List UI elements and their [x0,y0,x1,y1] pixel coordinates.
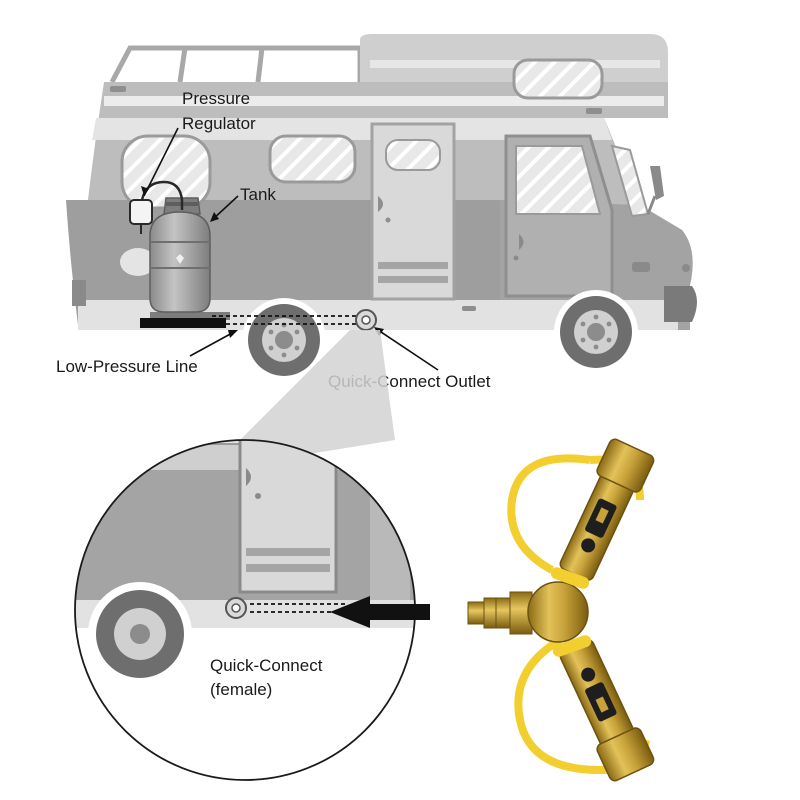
label-pressure-regulator: Pressure Regulator [141,89,256,197]
pressure-regulator-label-line2: Regulator [182,114,256,133]
rv-rear-wheel [242,298,326,382]
rv-camper [66,34,697,382]
rv-top-window [512,58,604,100]
connection-arrow-icon [330,596,430,628]
pressure-regulator-label-line1: Pressure [182,89,250,108]
quick-connect-female-label-line2: (female) [210,680,272,699]
label-quick-connect-female: Quick-Connect (female) [210,656,323,699]
rv-entry-door [370,122,456,301]
brass-y-splitter-icon [467,438,655,782]
zoom-beam [210,330,395,470]
label-tank: Tank [210,185,276,222]
rv-side-window [268,134,357,184]
quick-connect-female-label-line1: Quick-Connect [210,656,323,675]
rv-front-bumper [664,286,697,322]
low-pressure-line-label: Low-Pressure Line [56,357,198,376]
quick-connect-outlet-icon [355,309,377,331]
label-low-pressure-line: Low-Pressure Line [56,330,238,376]
rv-stripe-band [92,118,612,140]
rv-stripe-upper [104,96,664,106]
roof-rack [109,45,363,84]
rv-rear-window [120,134,212,210]
rv-mirror [650,166,664,200]
tank-label: Tank [240,185,276,204]
rv-stripe-top [370,60,660,68]
low-pressure-line [140,315,360,328]
rv-cab-door [504,134,614,298]
rv-front-wheel [554,290,638,374]
rv-rear-vent [120,248,156,276]
